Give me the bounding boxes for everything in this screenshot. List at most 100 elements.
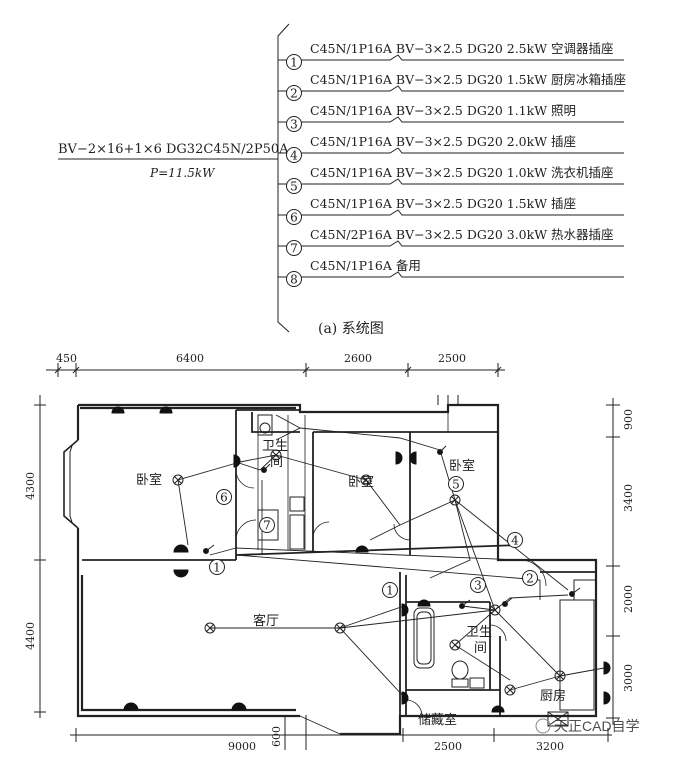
dim-bottom-1: 600 (270, 726, 283, 747)
room-bath1-line1: 卫生 (262, 439, 288, 454)
plan-circuit-number: 1 (213, 561, 221, 575)
room-bath2-line1: 卫生 (466, 625, 492, 640)
dim-right-0: 900 (622, 409, 635, 430)
bathtub-bath2 (413, 607, 435, 669)
plan-circuit-circle (259, 517, 275, 533)
circuit-row-1: 1 C45N/1P16A BV−3×2.5 DG20 2.5kW 空调器插座 (278, 41, 624, 70)
circuit-number-circle (286, 178, 302, 194)
outer-walls (76, 403, 598, 736)
circuit-line (278, 240, 624, 247)
plan-circuit-circle (507, 532, 523, 548)
room-storage: 储藏室 (418, 712, 457, 728)
sockets (111, 406, 611, 713)
interior-walls (82, 409, 596, 716)
switches (203, 445, 581, 609)
watermark: 天正CAD自学 (535, 718, 640, 734)
system-diagram (58, 23, 290, 333)
room-bedroom-1: 卧室 (136, 472, 162, 488)
room-labels: 卧室 卧室 卧室 客厅 厨房 储藏室 卫生 间 卫生 间 (136, 439, 566, 728)
circuit-number-circle (286, 240, 302, 256)
circuit-spec: C45N/1P16A BV−3×2.5 DG20 1.5kW 插座 (310, 196, 576, 211)
dim-left-1: 4400 (24, 622, 37, 650)
circuit-line (278, 116, 624, 123)
circuit-number: 8 (290, 273, 298, 287)
plan-circuit-marks: 1 2 3 4 5 6 7 1 (209, 476, 538, 598)
circuit-number-circle (286, 209, 302, 225)
circuit-number-circle (286, 116, 302, 132)
dim-top-0: 450 (56, 352, 77, 365)
dim-left-0: 4300 (24, 472, 37, 500)
plan-circuit-number: 4 (511, 534, 519, 548)
watermark-text: 天正CAD自学 (554, 718, 640, 734)
plan-circuit-circle (382, 582, 398, 598)
circuit-number-circle (286, 147, 302, 163)
circuit-number-circle (286, 271, 302, 287)
circuit-number: 1 (290, 56, 298, 70)
circuit-line (278, 147, 624, 154)
doors (235, 412, 547, 735)
circuit-row-6: 6 C45N/1P16A BV−3×2.5 DG20 1.5kW 插座 (278, 196, 624, 225)
circuit-number: 4 (290, 149, 298, 163)
plan-circuit-number: 2 (526, 572, 534, 586)
plan-circuit-mark-7: 7 (259, 517, 275, 533)
room-bath2-line2: 间 (474, 641, 487, 656)
lamps (172, 449, 566, 696)
circuit-spec: C45N/2P16A BV−3×2.5 DG20 3.0kW 热水器插座 (310, 227, 614, 242)
floor-plan (34, 363, 620, 750)
kitchen-stove (547, 711, 569, 727)
plan-circuit-number: 5 (452, 478, 460, 492)
circuit-spec: C45N/1P16A BV−3×2.5 DG20 1.0kW 洗衣机插座 (310, 165, 614, 180)
circuit-spec: C45N/1P16A BV−3×2.5 DG20 2.5kW 空调器插座 (310, 41, 614, 56)
system-caption: (a) 系统图 (318, 321, 384, 337)
plan-circuit-mark-1: 1 (209, 559, 225, 575)
circuit-spec: C45N/1P16A BV−3×2.5 DG20 1.5kW 厨房冰箱插座 (310, 72, 626, 87)
plan-circuit-mark-8: 1 (382, 582, 398, 598)
circuit-number: 3 (290, 118, 298, 132)
plan-circuit-mark-6: 6 (216, 489, 232, 505)
circuit-line (278, 178, 624, 185)
bus-bar (277, 23, 290, 333)
bay-window (63, 439, 79, 529)
wiring (177, 414, 605, 698)
main-cable-spec: BV−2×16+1×6 DG32C45N/2P50A (58, 142, 289, 157)
total-power: P=11.5kW (149, 166, 216, 180)
plan-circuit-number: 6 (220, 491, 228, 505)
plan-circuit-circle (470, 577, 486, 593)
dim-bottom-0: 9000 (228, 740, 256, 753)
dim-right-1: 3400 (622, 484, 635, 512)
circuit-number: 6 (290, 211, 298, 225)
circuit-number-circle (286, 85, 302, 101)
circuit-line (278, 271, 624, 278)
dim-right-2: 2000 (622, 585, 635, 613)
plan-circuit-mark-3: 3 (470, 577, 486, 593)
dim-right-3: 3000 (622, 664, 635, 692)
circuit-number: 7 (290, 242, 298, 256)
dim-bottom-3: 3200 (536, 740, 564, 753)
wechat-icon (535, 718, 551, 734)
dim-top-1: 6400 (176, 352, 204, 365)
toilet-bath1 (257, 414, 273, 436)
circuit-row-5: 5 C45N/1P16A BV−3×2.5 DG20 1.0kW 洗衣机插座 (278, 165, 624, 194)
room-living: 客厅 (253, 613, 279, 629)
dimension-labels: 450 6400 2600 2500 4300 4400 900 3400 20… (24, 352, 635, 753)
circuit-number: 5 (290, 180, 298, 194)
plan-circuit-circle (522, 570, 538, 586)
plan-circuit-circle (209, 559, 225, 575)
circuit-number: 2 (290, 87, 298, 101)
circuit-line (278, 209, 624, 216)
circuit-line (278, 54, 624, 61)
dim-top-3: 2500 (438, 352, 466, 365)
dim-top-2: 2600 (344, 352, 372, 365)
plan-circuit-mark-5: 5 (448, 476, 464, 492)
circuit-row-2: 2 C45N/1P16A BV−3×2.5 DG20 1.5kW 厨房冰箱插座 (278, 72, 626, 101)
plan-circuit-mark-2: 2 (522, 570, 538, 586)
circuit-row-7: 7 C45N/2P16A BV−3×2.5 DG20 3.0kW 热水器插座 (278, 227, 624, 256)
plan-circuit-circle (448, 476, 464, 492)
room-kitchen: 厨房 (540, 688, 566, 704)
